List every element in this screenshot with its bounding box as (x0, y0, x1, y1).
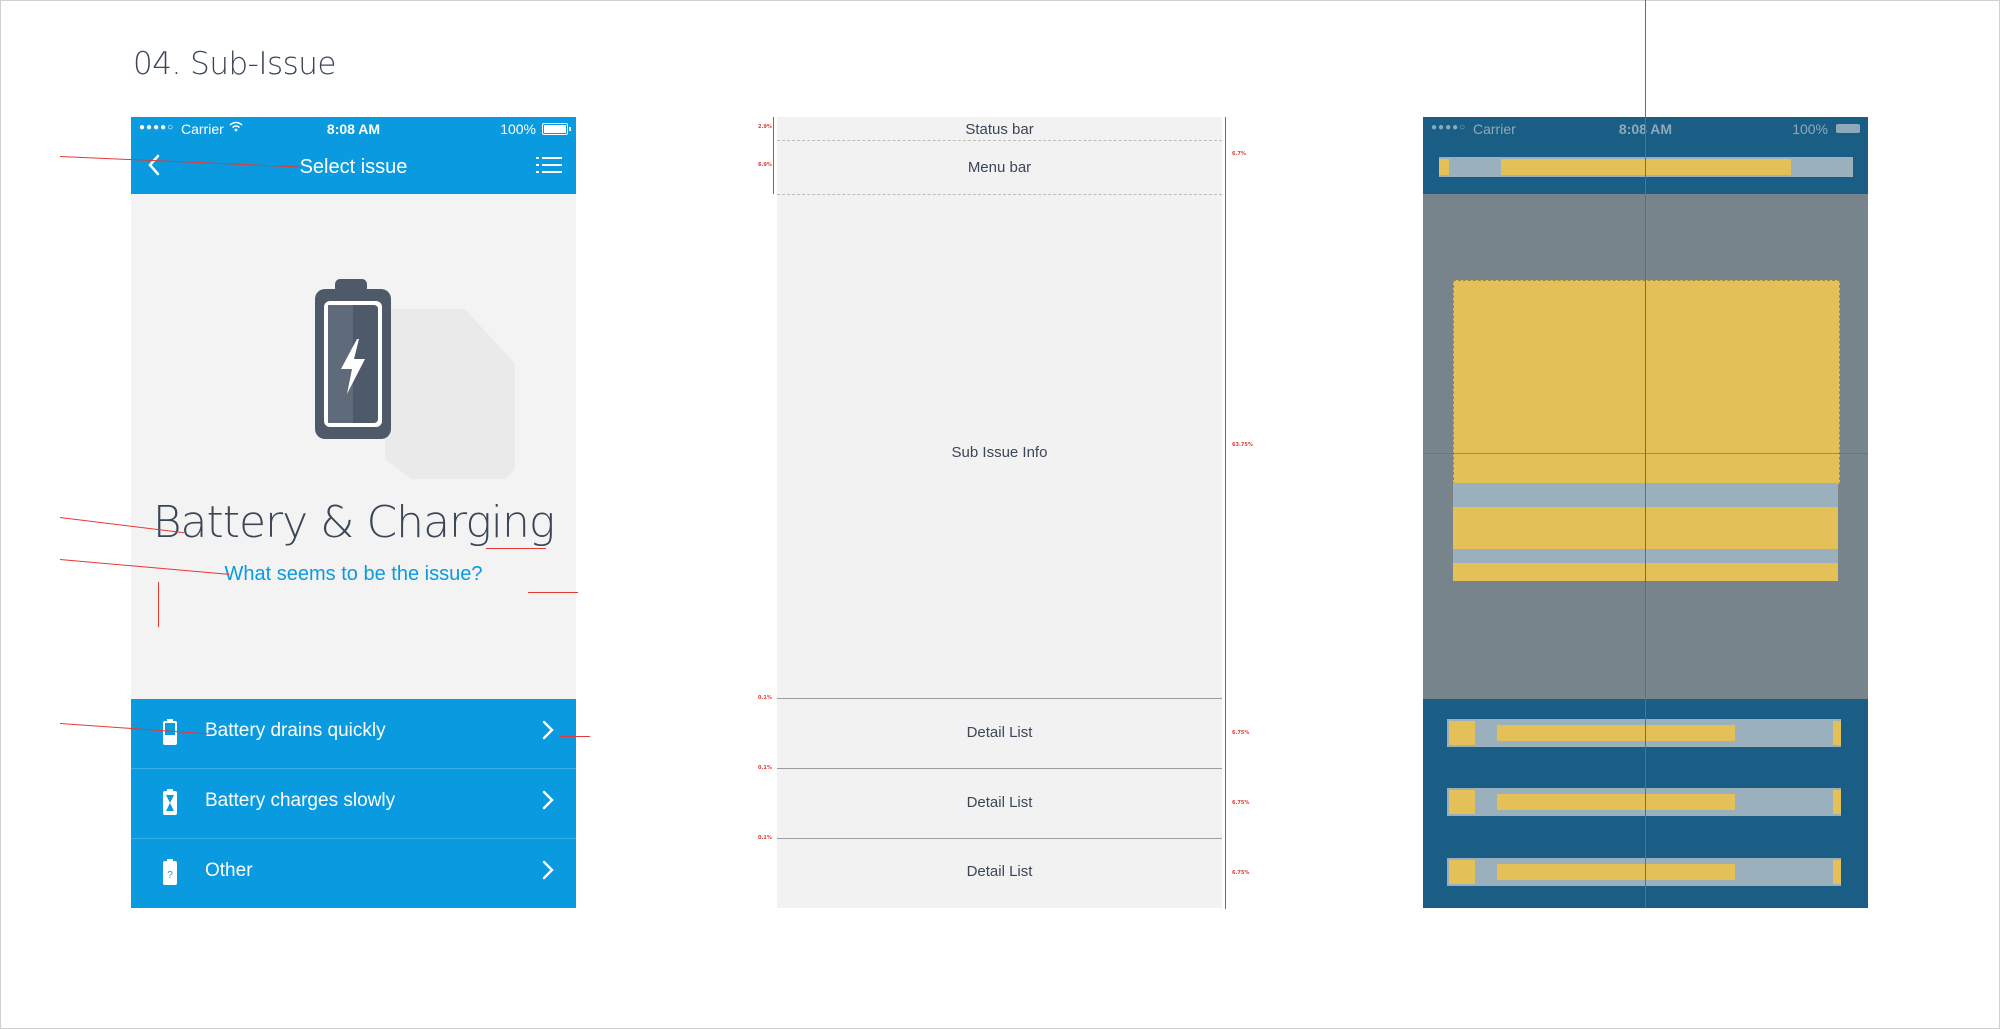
list-item-battery-drains[interactable]: Battery drains quickly (131, 699, 576, 769)
battery-status-icon (542, 123, 571, 135)
phone-mockup: ●●●●○ Carrier 8:08 AM 100% Select issue (131, 117, 576, 908)
status-bar: ●●●●○ Carrier 8:08 AM 100% (131, 117, 576, 141)
pct-label: 6.75% (1232, 870, 1250, 876)
hero-subtitle: What seems to be the issue? (224, 563, 483, 585)
wireframe-status-bar: Status bar (965, 121, 1034, 138)
chevron-right-icon (542, 856, 554, 887)
measure-line (1423, 453, 1868, 454)
page-heading: 04. Sub-Issue (133, 46, 337, 82)
back-overlay (1439, 159, 1449, 175)
pct-label: 0.1% (758, 835, 772, 841)
wireframe-detail-list: Detail List (966, 724, 1033, 741)
divider (777, 838, 1222, 839)
measure-line (773, 117, 774, 194)
hero-title: Battery & Charging (152, 497, 556, 548)
divider (777, 194, 1222, 195)
list-item-other[interactable]: ? Other (131, 839, 576, 908)
pct-label: 6.7% (1232, 151, 1246, 157)
menu-bar: Select issue (131, 141, 576, 194)
list-item-battery-charges[interactable]: Battery charges slowly (131, 769, 576, 839)
wireframe-sub-issue-info: Sub Issue Info (951, 444, 1048, 461)
status-time: 8:08 AM (326, 121, 381, 137)
annotation-line (486, 548, 546, 549)
back-chevron-icon[interactable] (147, 153, 161, 184)
wifi-icon (229, 120, 243, 135)
divider (777, 140, 1222, 141)
pct-label: 6.75% (1232, 800, 1250, 806)
list-item-label: Battery charges slowly (205, 790, 396, 811)
list-item-label: Battery drains quickly (205, 720, 386, 741)
menu-list-icon[interactable] (536, 157, 562, 175)
wireframe-detail-list: Detail List (966, 794, 1033, 811)
pct-label: 2.9% (758, 124, 772, 130)
chevron-right-icon (542, 786, 554, 817)
battery-percent: 100% (500, 121, 536, 137)
battery-percent: 100% (1792, 121, 1828, 137)
issue-list: Battery drains quickly Battery charges s… (131, 699, 576, 908)
divider (777, 698, 1222, 699)
annotation-line (158, 582, 159, 627)
wireframe-menu-bar: Menu bar (967, 159, 1032, 176)
pct-label: 63.75% (1232, 442, 1253, 448)
battery-status-icon (1836, 124, 1860, 133)
signal-icon: ●●●●○ (139, 122, 175, 133)
title-overlay (1501, 159, 1791, 175)
carrier-label: Carrier (1473, 121, 1516, 137)
pct-label: 0.1% (758, 695, 772, 701)
svg-text:?: ? (167, 870, 173, 881)
icon-overlay (1453, 280, 1840, 485)
menu-title: Select issue (299, 156, 408, 178)
carrier-label: Carrier (181, 121, 224, 137)
chevron-right-icon (542, 716, 554, 747)
battery-question-icon: ? (163, 859, 177, 885)
divider (777, 768, 1222, 769)
signal-icon: ●●●●○ (1431, 122, 1467, 133)
battery-low-icon (163, 719, 177, 745)
layout-wireframe: Status bar Menu bar Sub Issue Info Detai… (777, 117, 1222, 908)
pct-label: 0.1% (758, 765, 772, 771)
battery-hourglass-icon (163, 789, 177, 815)
list-item-label: Other (205, 860, 253, 881)
battery-charging-icon (315, 279, 565, 519)
wireframe-detail-list: Detail List (966, 863, 1033, 880)
annotation-line (560, 736, 590, 737)
measure-line (1645, 0, 1646, 908)
measure-line (1225, 117, 1226, 909)
pct-label: 6.9% (758, 162, 772, 168)
annotation-line (528, 592, 578, 593)
pct-label: 6.75% (1232, 730, 1250, 736)
